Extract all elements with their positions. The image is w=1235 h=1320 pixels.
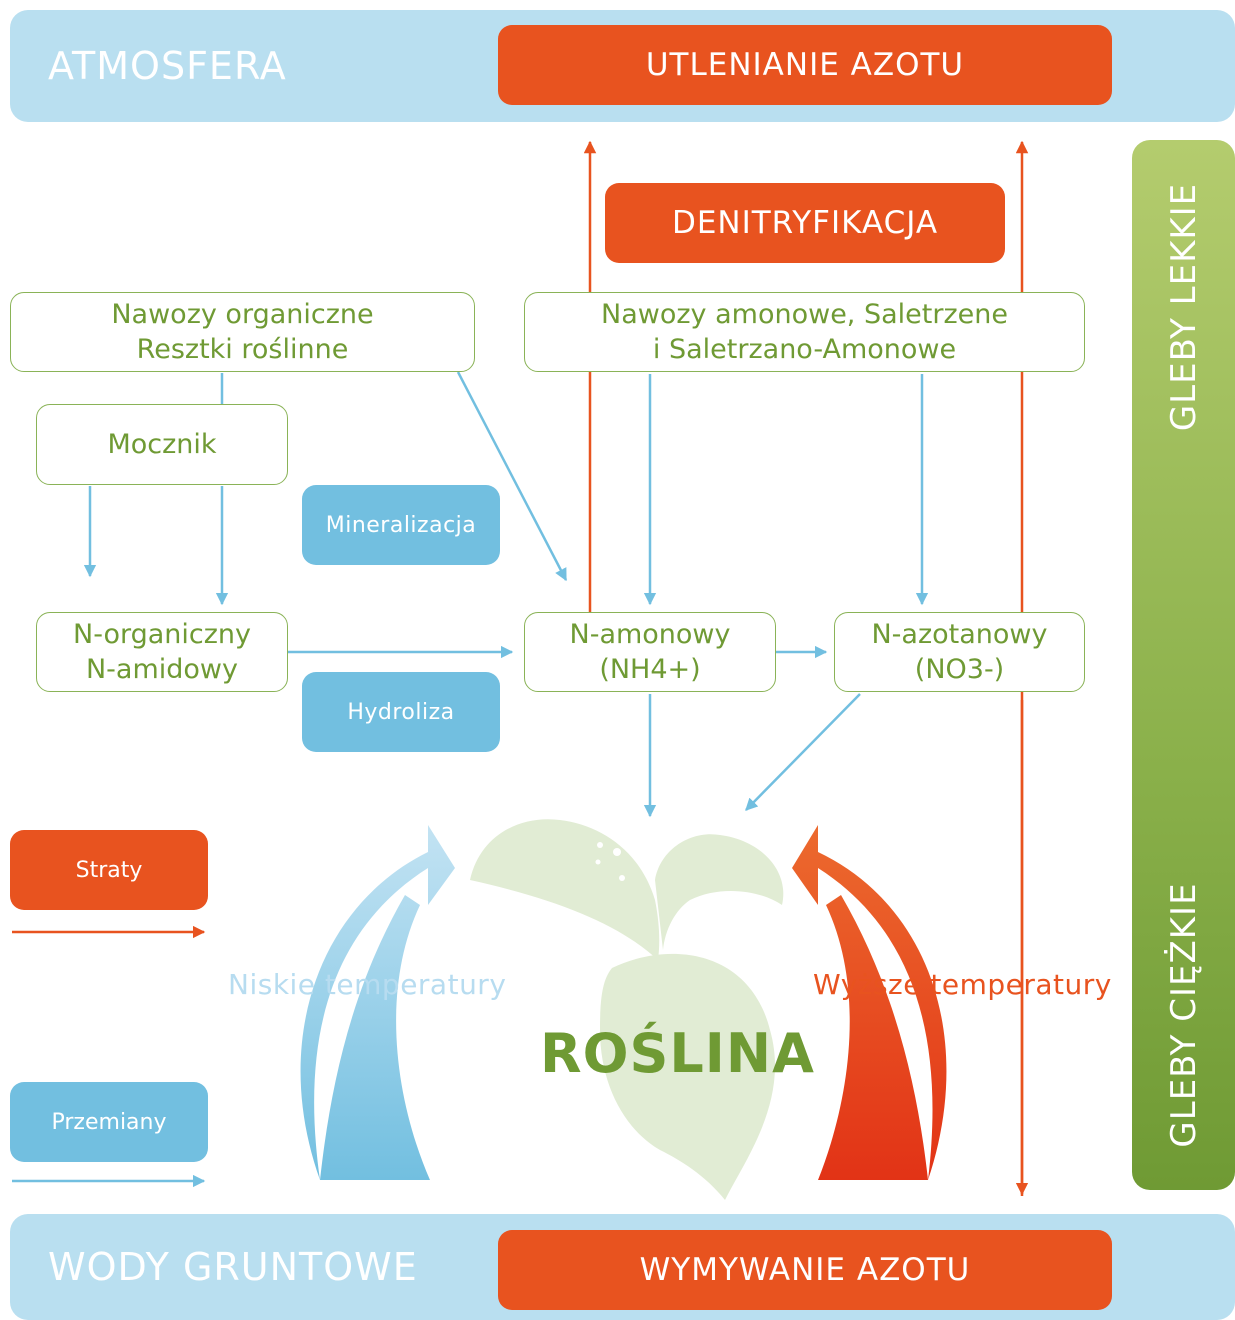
- organic-nitrogen-line2: N-amidowy: [85, 654, 238, 685]
- organic-fertilizers-line2: Resztki roślinne: [136, 334, 349, 365]
- nitrogen-oxidation-box: UTLENIANIE AZOTU: [498, 25, 1112, 105]
- nitrate-nitrogen-node: N-azotanowy (NO3-): [834, 612, 1085, 692]
- mineralization-box: Mineralizacja: [302, 485, 500, 565]
- urea-label: Mocznik: [107, 429, 217, 460]
- atmosphere-label: ATMOSFERA: [48, 44, 287, 88]
- ammonium-nitrogen-line2: (NH4+): [599, 654, 701, 685]
- ammonium-nitrogen-node: N-amonowy (NH4+): [524, 612, 776, 692]
- organic-nitrogen-line1: N-organiczny: [73, 619, 251, 650]
- plant-label: ROŚLINA: [540, 1022, 815, 1085]
- mineral-fertilizers-line2: i Saletrzano-Amonowe: [652, 334, 957, 365]
- nitrogen-leaching-box: WYMYWANIE AZOTU: [498, 1230, 1112, 1310]
- hydrolysis-box: Hydroliza: [302, 672, 500, 752]
- high-temperature-arc: [792, 825, 947, 1180]
- nitrate-nitrogen-line2: (NO3-): [914, 654, 1005, 685]
- low-temperature-label: Niskie temperatury: [228, 968, 507, 1001]
- denitrification-box: DENITRYFIKACJA: [605, 183, 1005, 263]
- light-soils-label: GLEBY LEKKIE: [1164, 182, 1204, 432]
- ammonium-nitrogen-line1: N-amonowy: [569, 619, 731, 650]
- legend-losses-box: Straty: [10, 830, 208, 910]
- transformation-arrows: [12, 371, 929, 1188]
- organic-fertilizers-line1: Nawozy organiczne: [111, 299, 374, 330]
- plant-silhouette: [470, 819, 784, 1200]
- low-temperature-arc: [300, 825, 455, 1180]
- organic-fertilizers-node: Nawozy organiczne Resztki roślinne: [10, 292, 475, 372]
- mineral-fertilizers-node: Nawozy amonowe, Saletrzene i Saletrzano-…: [524, 292, 1085, 372]
- urea-node: Mocznik: [36, 404, 288, 485]
- organic-nitrogen-node: N-organiczny N-amidowy: [36, 612, 288, 692]
- heavy-soils-label: GLEBY CIĘŻKIE: [1164, 882, 1204, 1148]
- legend-transformations-box: Przemiany: [10, 1082, 208, 1162]
- groundwater-label: WODY GRUNTOWE: [48, 1245, 418, 1289]
- high-temperature-label: Wyższe temperatury: [813, 968, 1112, 1001]
- mineral-fertilizers-line1: Nawozy amonowe, Saletrzene: [601, 299, 1008, 330]
- soil-type-bar: [1132, 140, 1235, 1190]
- nitrate-nitrogen-line1: N-azotanowy: [871, 619, 1048, 650]
